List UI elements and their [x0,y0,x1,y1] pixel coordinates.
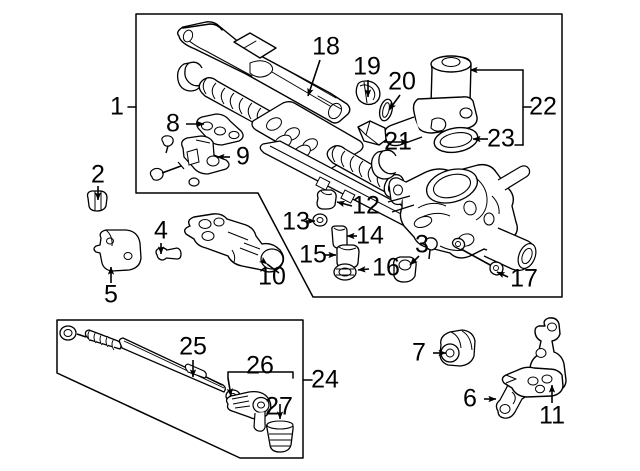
callout-24: 24 [311,365,339,394]
callout-14: 14 [356,221,384,250]
callout-13: 13 [282,207,310,236]
callout-10: 10 [258,262,286,291]
part-25-inner-tie-rod [59,325,241,403]
part-17-link-rod [451,237,504,276]
part-7-bushing [439,329,476,367]
arrow-20 [388,94,401,111]
part-14-pin [331,225,348,249]
callout-19: 19 [353,52,381,81]
callout-3: 3 [415,230,429,259]
arrow-16 [357,266,370,273]
callout-8: 8 [166,109,180,138]
small-bolt-a [161,135,174,154]
part-16-seal [333,263,357,281]
part-23-oring [433,126,479,154]
part-5-mount-bracket [93,229,142,272]
part-9-clamp [181,135,230,175]
retaining-ring-right [370,149,397,180]
callout-26: 26 [246,351,274,380]
callout-6: 6 [463,384,477,413]
part-3-bolt [424,237,438,260]
main-assembly-panel-outline [135,13,563,298]
bolt-long-a [149,161,185,181]
part-12-cap [316,189,337,210]
part-11-mounting-bracket [501,317,567,398]
arrow-18 [307,59,321,97]
callout-5: 5 [104,280,118,309]
callout-2: 2 [91,160,105,189]
callout-17: 17 [510,264,538,293]
arrow-12 [336,200,353,208]
arrow-26 [226,377,233,397]
callout-21: 21 [384,127,412,156]
gear-housing-body [387,163,537,272]
washer-small-a [188,177,200,187]
part-13-washer [312,213,328,227]
arrow-17 [496,271,509,279]
callout-27: 27 [265,392,293,421]
tie-rod-panel-outline [56,319,304,459]
callout-7: 7 [412,338,426,367]
callout-20: 20 [388,67,416,96]
callout-15: 15 [299,240,327,269]
callout-12: 12 [352,191,380,220]
callout-25: 25 [179,332,207,361]
callout-23: 23 [487,124,515,153]
group-bracket-26 [227,371,294,379]
part-18-rack-shaft [176,21,351,124]
callout-1: 1 [110,92,124,121]
part-20-oring [378,98,394,122]
part-27-boot [265,420,294,453]
callout-9: 9 [236,142,250,171]
retaining-ring-left [176,61,203,92]
callout-11: 11 [539,401,565,430]
part-4-bolt [155,247,182,261]
part-22-motor-assembly [357,55,478,147]
callout-22: 22 [529,92,557,121]
callout-18: 18 [312,32,340,61]
arrow-10 [259,256,280,274]
arrow-3 [409,255,420,266]
callout-16: 16 [372,253,400,282]
part-26-outer-tie-rod-end [225,390,272,432]
callout-4: 4 [154,216,168,245]
